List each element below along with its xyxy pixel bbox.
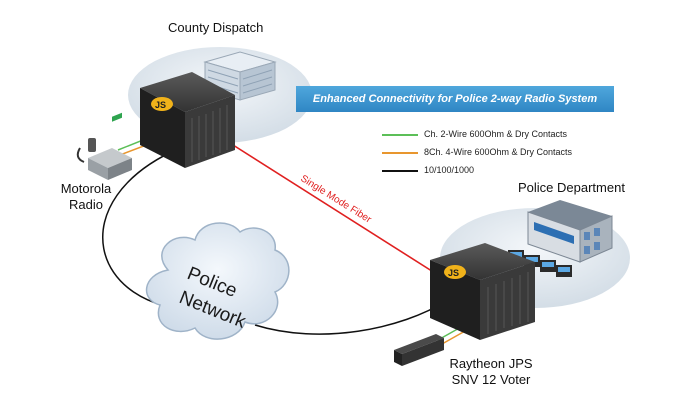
motorola-radio-label-line2: Radio [69,197,103,212]
motorola-radio-label: Motorola Radio [48,181,124,213]
raytheon-label-line1: Raytheon JPS [449,356,533,371]
police-chassis-icon [430,243,535,340]
raytheon-label-line2: SNV 12 Voter [451,372,531,387]
county-building-icon [203,51,277,101]
fiber-link [221,137,447,281]
legend-text: 10/100/1000 [424,165,475,175]
legend-swatch [382,152,418,154]
motorola-radio-icon [76,112,132,180]
legend-swatch [382,170,418,172]
police-building-icon [527,200,613,263]
police-js-logo: JS [448,268,459,278]
county-dispatch-label: County Dispatch [168,20,264,35]
legend-text: 8Ch. 4-Wire 600Ohm & Dry Contacts [424,147,573,157]
banner: Enhanced Connectivity for Police 2-way R… [296,86,614,112]
police-network-cloud-icon [145,222,290,340]
raytheon-label: Raytheon JPS SNV 12 Voter [426,356,556,388]
police-department-label: Police Department [518,180,625,195]
fiber-label: Single Mode Fiber [298,173,373,226]
legend-swatch [382,134,418,136]
raytheon-voter-icon [394,334,444,366]
county-js-logo: JS [155,100,166,110]
county-chassis-icon [140,72,235,168]
network-link-cloud-to-police [254,299,449,335]
legend-text: Ch. 2-Wire 600Ohm & Dry Contacts [424,129,568,139]
motorola-radio-label-line1: Motorola [60,181,112,196]
